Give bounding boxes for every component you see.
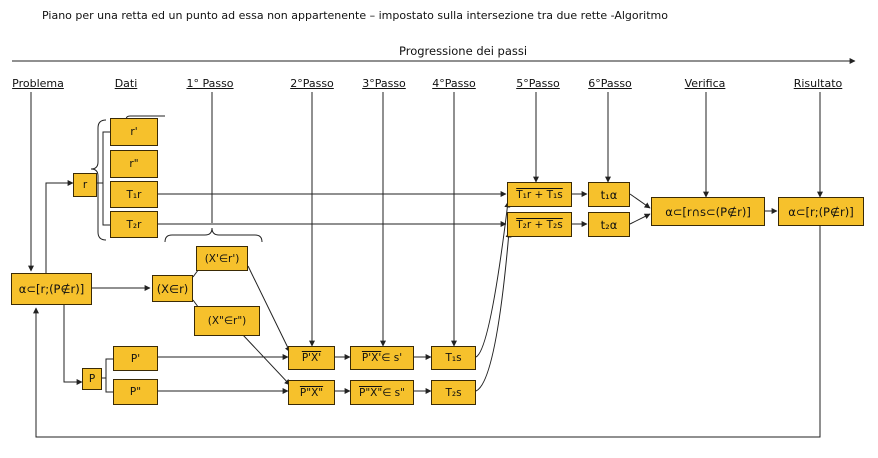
step2-line-b-box: P"X" (288, 380, 335, 405)
verify-box: α⊂[r∩s⊂(P∉r)] (651, 197, 765, 226)
step2-line-b-label: P"X" (299, 386, 324, 399)
header-dati: Dati (114, 77, 138, 90)
progression-label: Progressione dei passi (399, 44, 528, 58)
t2r-box: T₂r (110, 211, 158, 238)
step3-plane-a-line: P'X' (361, 352, 382, 364)
step3-plane-a-box: P'X' ∈ s' (350, 346, 414, 370)
step2-line-a-label: P'X' (301, 352, 322, 364)
x2-in-r2-box: (X"∈r") (194, 306, 260, 336)
trace-r1-box: r' (110, 118, 158, 146)
header-passo-5: 5°Passo (516, 77, 560, 90)
t1s-box: T₁s (431, 346, 476, 370)
x-in-r-box: (X∈r) (152, 275, 193, 302)
header-passo-1: 1° Passo (186, 77, 234, 90)
problem-box: α⊂[r;(P∉r)] (11, 273, 92, 305)
step5-trace-b-label: T₂r + T₂s (516, 218, 563, 231)
header-risultato: Risultato (793, 77, 843, 90)
step5-trace-b-box: T₂r + T₂s (507, 212, 572, 237)
step3-plane-b-rest: ∈ s" (382, 386, 405, 399)
step5-trace-a-box: T₁r + T₁s (507, 182, 572, 207)
header-passo-3: 3°Passo (362, 77, 406, 90)
header-passo-2: 2°Passo (290, 77, 334, 90)
t2s-box: T₂s (431, 380, 476, 405)
step3-plane-b-box: P"X"∈ s" (350, 380, 414, 405)
step3-plane-b-line: P"X" (359, 386, 383, 399)
step5-trace-a-label: T₁r + T₁s (516, 188, 563, 201)
line-r-box: r (73, 173, 97, 197)
point-p-box: P (82, 368, 102, 390)
header-verifica: Verifica (684, 77, 726, 90)
t1r-box: T₁r (110, 181, 158, 208)
t2-alpha-box: t₂α (588, 212, 630, 237)
result-box: α⊂[r;(P∉r)] (778, 197, 864, 226)
header-passo-4: 4°Passo (432, 77, 476, 90)
header-problema: Problema (12, 77, 64, 90)
point-p1-box: P' (113, 346, 158, 371)
step2-line-a-box: P'X' (288, 346, 335, 370)
diagram-title: Piano per una retta ed un punto ad essa … (42, 9, 668, 22)
header-passo-6: 6°Passo (588, 77, 632, 90)
x1-in-r1-box: (X'∈r') (196, 246, 248, 271)
step3-plane-a-rest: ∈ s' (381, 352, 403, 364)
point-p2-box: P" (113, 379, 158, 405)
trace-r2-box: r" (110, 150, 158, 178)
t1-alpha-box: t₁α (588, 182, 630, 207)
